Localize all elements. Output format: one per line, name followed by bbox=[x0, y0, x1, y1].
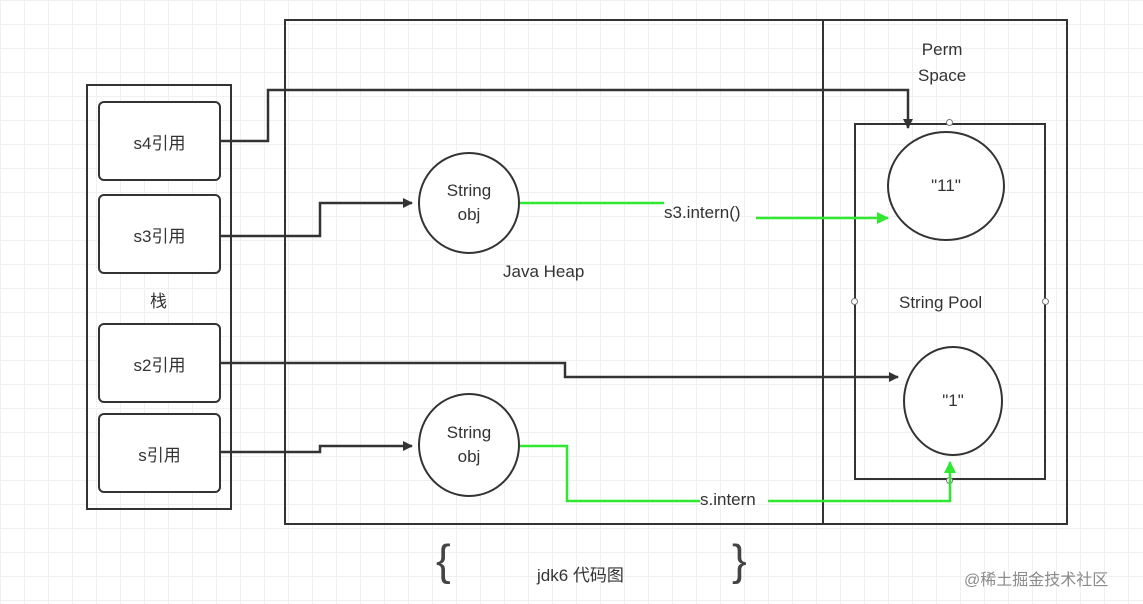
string-obj-top-line2: obj bbox=[457, 205, 481, 224]
perm-label-line1: Perm bbox=[921, 40, 963, 59]
ref-s: s引用 bbox=[98, 413, 221, 493]
watermark: @稀土掘金技术社区 bbox=[964, 572, 1109, 589]
ref-s3-label: s3引用 bbox=[133, 226, 186, 246]
edge-s4-to-11 bbox=[220, 88, 913, 143]
string-pool-label: String Pool bbox=[899, 293, 983, 312]
perm-space-label: Perm Space bbox=[918, 37, 966, 89]
ref-s2: s2引用 bbox=[98, 323, 221, 403]
ref-s4-label: s4引用 bbox=[133, 133, 186, 153]
edge-s-to-string-obj bbox=[220, 441, 413, 454]
string-obj-bottom-line2: obj bbox=[457, 447, 481, 466]
string-obj-top-line1: String bbox=[446, 181, 492, 200]
edge-s3-to-string-obj bbox=[220, 198, 413, 238]
caption-text: jdk6 代码图 bbox=[537, 566, 624, 585]
pool-node-1-label: "1" bbox=[942, 391, 964, 410]
edge-s3-intern bbox=[520, 201, 888, 218]
caption-brace-right: } bbox=[732, 536, 747, 585]
pool-node-11-label: "11" bbox=[931, 176, 961, 195]
perm-label-line2: Space bbox=[918, 66, 967, 85]
edge-s-intern bbox=[520, 444, 950, 503]
pool-node-1: "1" bbox=[903, 346, 1003, 456]
ref-s4: s4引用 bbox=[98, 101, 221, 181]
stack-label: 栈 bbox=[150, 292, 167, 311]
stack-region bbox=[86, 84, 232, 510]
pool-connector-right bbox=[1042, 298, 1049, 305]
ref-s2-label: s2引用 bbox=[133, 355, 186, 375]
edge-s2-to-1 bbox=[220, 361, 899, 382]
java-heap-label: Java Heap bbox=[503, 262, 585, 281]
pool-node-11: "11" bbox=[887, 131, 1005, 241]
pool-connector-left bbox=[851, 298, 858, 305]
caption-brace-left: { bbox=[436, 536, 451, 585]
string-obj-bottom: String obj bbox=[418, 393, 520, 497]
s3-intern-label: s3.intern() bbox=[664, 203, 741, 222]
ref-s3: s3引用 bbox=[98, 194, 221, 274]
s-intern-label: s.intern bbox=[700, 490, 756, 509]
ref-s-label: s引用 bbox=[138, 445, 181, 465]
string-obj-bottom-line1: String bbox=[446, 423, 492, 442]
perm-space-region bbox=[822, 19, 1068, 525]
pool-connector-top bbox=[946, 119, 953, 126]
string-obj-top: String obj bbox=[418, 152, 520, 254]
